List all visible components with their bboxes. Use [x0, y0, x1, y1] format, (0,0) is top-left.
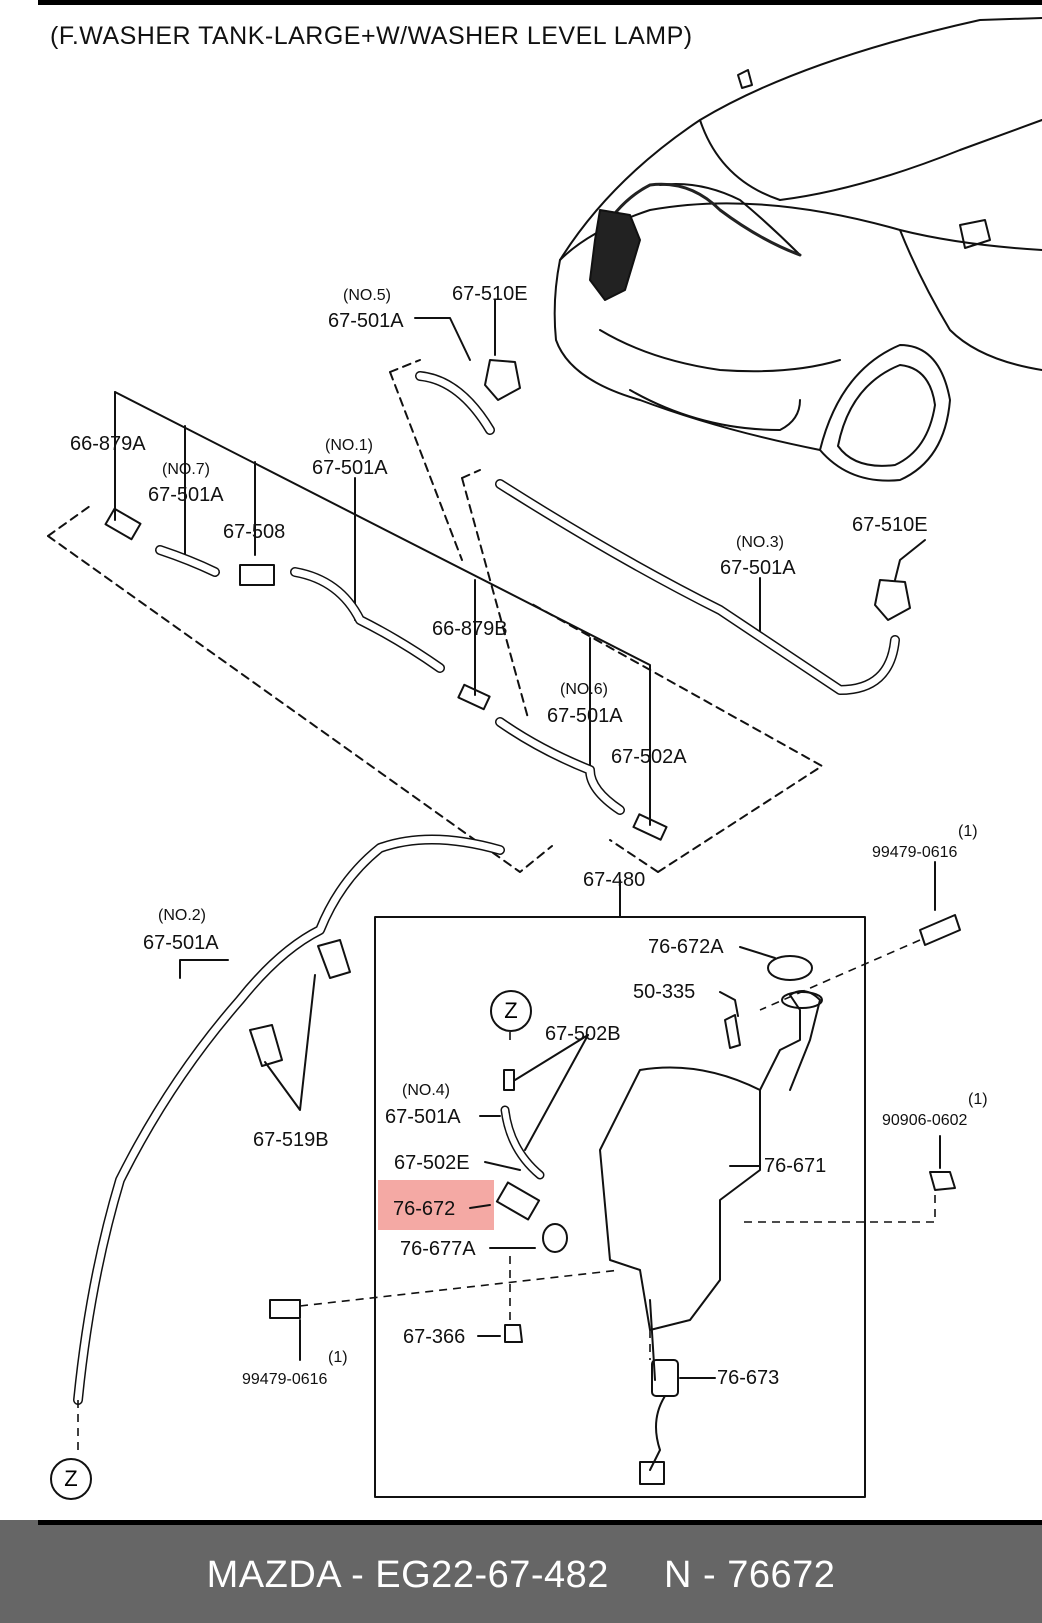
- car-outline: [553, 17, 1042, 482]
- label-qty-1c: (1): [328, 1349, 348, 1366]
- label-99479-0616-b: 99479-0616: [242, 1371, 328, 1388]
- footer-text: MAZDA - EG22-67-482 N - 76672: [0, 1554, 1042, 1597]
- label-qty-1b: (1): [968, 1091, 988, 1108]
- footer-bar: MAZDA - EG22-67-482 N - 76672: [0, 1520, 1042, 1623]
- label-67-501a-no7: 67-501A: [148, 484, 224, 506]
- label-67-502b: 67-502B: [545, 1023, 621, 1045]
- label-76-672a: 76-672A: [648, 936, 724, 958]
- label-no1: (NO.1): [325, 437, 373, 454]
- label-76-673: 76-673: [717, 1367, 780, 1389]
- z-connector-mark-bottom: Z: [50, 1458, 92, 1500]
- label-67-502a: 67-502A: [611, 746, 687, 768]
- top-border: [38, 0, 1042, 5]
- label-67-508: 67-508: [223, 521, 286, 543]
- label-67-502e: 67-502E: [394, 1152, 470, 1174]
- label-67-501a-no6: 67-501A: [547, 705, 623, 727]
- label-67-519b: 67-519B: [253, 1129, 329, 1151]
- footer-top-border: [38, 1520, 1042, 1525]
- label-no5: (NO.5): [343, 287, 391, 304]
- label-no4: (NO.4): [402, 1082, 450, 1099]
- highlighted-part-marker: [378, 1180, 494, 1230]
- label-90906-0602: 90906-0602: [882, 1112, 968, 1129]
- label-66-879b: 66-879B: [432, 618, 508, 640]
- label-no2: (NO.2): [158, 907, 206, 924]
- label-no6: (NO.6): [560, 681, 608, 698]
- z-connector-mark-top: Z: [490, 990, 532, 1032]
- label-67-480: 67-480: [583, 869, 646, 891]
- footer-oem-number: N - 76672: [664, 1554, 836, 1596]
- label-50-335: 50-335: [633, 981, 696, 1003]
- label-67-501a-no5: 67-501A: [328, 310, 404, 332]
- diagram-title: (F.WASHER TANK-LARGE+W/WASHER LEVEL LAMP…: [50, 22, 693, 50]
- parts-diagram: [47, 17, 1042, 1498]
- label-76-671: 76-671: [764, 1155, 827, 1177]
- label-no3: (NO.3): [736, 534, 784, 551]
- label-67-501a-no3: 67-501A: [720, 557, 796, 579]
- footer-part-number: MAZDA - EG22-67-482: [206, 1554, 609, 1596]
- label-76-677a: 76-677A: [400, 1238, 476, 1260]
- label-no7: (NO.7): [162, 461, 210, 478]
- label-67-366: 67-366: [403, 1326, 466, 1348]
- label-67-501a-no4: 67-501A: [385, 1106, 461, 1128]
- label-99479-0616-a: 99479-0616: [872, 844, 958, 861]
- label-76-672: 76-672: [393, 1198, 456, 1220]
- label-67-510e-top: 67-510E: [452, 283, 528, 305]
- label-qty-1a: (1): [958, 823, 978, 840]
- label-67-501a-no1: 67-501A: [312, 457, 388, 479]
- label-67-501a-no2: 67-501A: [143, 932, 219, 954]
- label-66-879a: 66-879A: [70, 433, 146, 455]
- label-67-510e-right: 67-510E: [852, 514, 928, 536]
